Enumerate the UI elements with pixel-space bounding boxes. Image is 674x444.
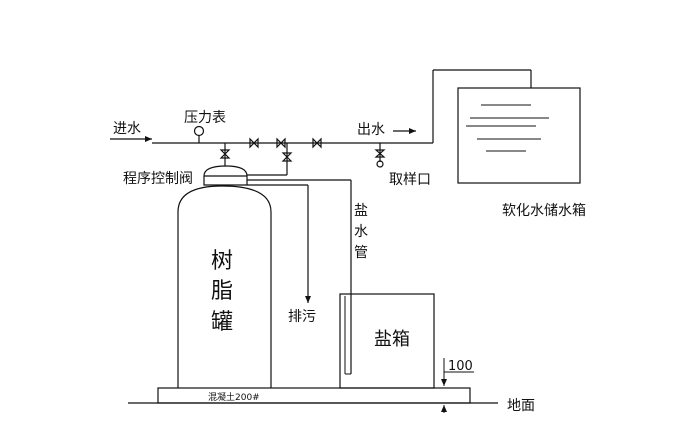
brine-pipe-label-2: 水: [354, 224, 368, 240]
main-valve-1-icon: [249, 137, 259, 149]
brine-pipe-label-3: 管: [354, 245, 368, 261]
resin-tank: 树 脂 罐: [177, 185, 272, 388]
pressure-gauge-icon: [193, 125, 205, 137]
control-valve-label: 程序控制阀: [123, 171, 193, 187]
resin-tank-label-2: 脂: [211, 279, 233, 304]
bypass-valve-icon: [281, 152, 293, 162]
sampling-valve-icon: [374, 149, 386, 158]
ground: 混凝土200# 地面: [128, 387, 535, 414]
dimension-marker: 100: [441, 358, 474, 413]
concrete-label: 混凝土200#: [208, 391, 260, 403]
storage-tank-label: 软化水储水箱: [502, 203, 586, 219]
sampling-port-icon: [376, 160, 384, 168]
bypass-pipe: [247, 143, 293, 176]
drain-label: 排污: [288, 309, 316, 325]
brine-pipe: 盐 水 管: [247, 179, 368, 375]
salt-box-body: [339, 293, 435, 389]
pressure-gauge-label: 压力表: [184, 110, 226, 126]
storage-tank-body: [457, 87, 581, 184]
main-valve-3-icon: [312, 137, 322, 149]
salt-box: 盐箱: [339, 293, 435, 389]
resin-tank-body: [177, 185, 272, 388]
control-valve: 程序控制阀: [123, 143, 248, 187]
inlet-label: 进水: [113, 121, 141, 137]
resin-tank-label-3: 罐: [211, 310, 233, 335]
brine-pipe-label-1: 盐: [354, 203, 368, 219]
salt-box-label: 盐箱: [374, 329, 410, 350]
sampling-port-label: 取样口: [389, 172, 431, 188]
storage-tank: 软化水储水箱: [457, 87, 586, 219]
main-pipe: 进水 出水 压力表 取样口: [110, 69, 532, 188]
concrete-base: [157, 387, 471, 404]
control-valve-head: [203, 165, 248, 186]
drain: 排污: [247, 184, 316, 325]
ground-label: 地面: [507, 398, 535, 414]
dimension-label: 100: [448, 359, 473, 374]
outlet-label: 出水: [357, 122, 385, 138]
main-valve-2-icon: [276, 137, 286, 149]
riser-valve-icon: [219, 149, 231, 159]
resin-tank-label-1: 树: [211, 249, 233, 274]
